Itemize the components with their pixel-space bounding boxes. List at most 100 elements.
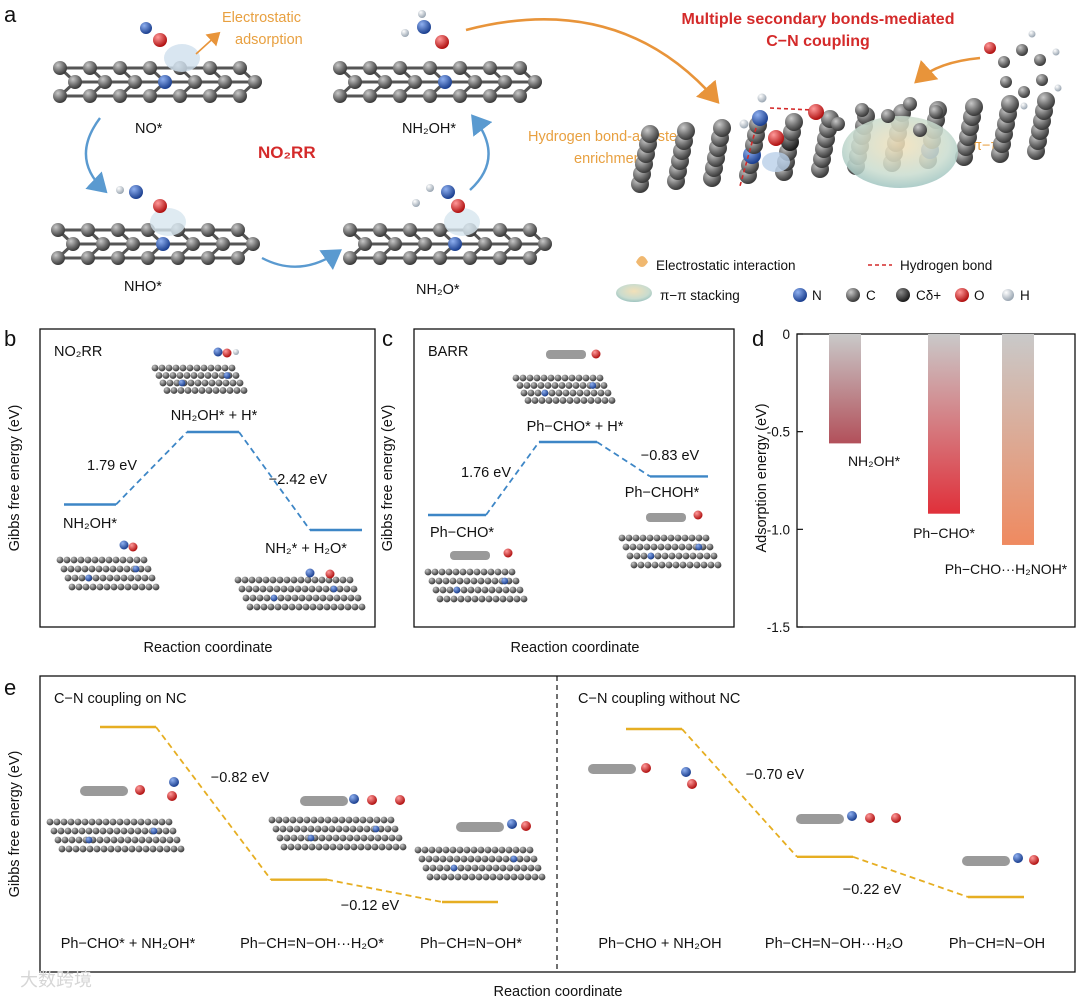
e-left-step-label-0: −0.82 eV [211,770,270,786]
cycle-arrow-2 [261,249,342,271]
panel-b: b NO₂RR Gibbs free energy (eV) Reaction … [4,326,376,656]
electrostatic-label-1: Electrostatic [222,10,301,26]
d-category-label-0: NH₂OH* [848,453,901,469]
e-left-state-label-0: Ph−CHO* + NH₂OH* [61,936,196,952]
plot-c: Ph−CHO*Ph−CHO* + H*Ph−CHOH*1.76 eV−0.83 … [428,419,708,541]
catalyst-sheet-nh2oh [333,61,542,103]
cycle-label: NO₂RR [258,143,316,162]
d-category-label-2: Ph−CHO···H₂NOH* [945,561,1068,577]
electrostatic-arrow [195,31,221,55]
d-category-label-1: Ph−CHO* [913,525,975,541]
legend-n-icon [793,288,807,302]
transfer-arrow [465,18,720,104]
b-connector-1 [115,431,188,506]
legend-h: H [1020,288,1030,303]
nh2o-adsorbate [412,184,480,236]
e-right-connector-1 [681,728,798,858]
legend-h-icon [1002,289,1014,301]
d-tick-label-1: -0.5 [767,425,790,440]
hbond-label-2: enrichment [574,151,646,167]
e-right-state-label-2: Ph−CH=N−OH [949,936,1045,952]
title-line-2: C−N coupling [766,33,870,50]
e-left-state-label-1: Ph−CH=N−OH···H₂O* [240,936,384,952]
xlabel-b: Reaction coordinate [144,640,273,656]
panel-letter-c: c [382,326,393,351]
b-state-label-1: NH₂OH* + H* [171,408,258,424]
slab-b-left [56,556,160,591]
d-bar-0 [829,334,861,444]
label-no: NO* [135,121,163,137]
legend-o-icon [955,288,969,302]
title-e-left: C−N coupling on NC [54,691,187,707]
d-tick-label-3: -1.5 [767,620,790,635]
legend-stacking-icon [616,284,652,302]
c-connector-1 [485,441,540,516]
e-left-step-label-1: −0.12 eV [341,898,400,914]
tag-b: NO₂RR [54,344,102,360]
legend-n: N [812,288,822,303]
panel-letter-d: d [752,326,764,351]
e-right-step-label-1: −0.22 eV [843,882,902,898]
c-step-label-0: 1.76 eV [461,465,511,481]
panel-letter-b: b [4,326,16,351]
legend-c: C [866,288,876,303]
e-right-connector-2 [852,855,969,898]
b-step-label-0: 1.79 eV [87,458,137,474]
benzaldehyde-molecule [984,30,1062,110]
hbond-label-1: Hydrogen bond-assisted [528,129,685,145]
ylabel-d: Adsorption energy (eV) [754,403,770,552]
plot-e: Ph−CHO* + NH₂OH* Ph−CH=N−OH···H₂O* Ph−CH=N… [61,725,1045,952]
frame-b [39,328,376,628]
c-state-label-0: Ph−CHO* [430,525,494,541]
cycle-arrow-3 [469,114,493,191]
ylabel-b: Gibbs free energy (eV) [7,405,23,552]
catalyst-sheet-no [53,61,262,103]
label-nh2oh: NH₂OH* [402,121,456,137]
e-left-state-label-2: Ph−CH=N−OH* [420,936,522,952]
slab-b-top [151,364,248,394]
b-state-label-2: NH₂* + H₂O* [265,541,347,557]
slab-c-left [424,568,528,603]
legend-hbond: Hydrogen bond [900,258,992,273]
slab-c-top [512,374,616,404]
electrostatic-label-2: adsorption [235,32,303,48]
e-right-state-label-0: Ph−CHO + NH₂OH [598,936,721,952]
title-line-1: Multiple secondary bonds-mediated [682,11,955,28]
nho-adsorbate [116,185,186,236]
panel-d: d Adsorption energy (eV) 0 -0.5 -1.0 -1.5 NH… [752,326,1076,635]
plot-d: 0 -0.5 -1.0 -1.5 NH₂OH* Ph−CHO* Ph−CHO···H₂NOH… [767,327,1068,635]
c-connector-2 [596,441,651,478]
slab-e-1 [46,818,185,853]
legend-electrostatic: Electrostatic interaction [656,258,796,273]
legend-cdelta: Cδ+ [916,288,941,303]
panel-a: a NO* [4,2,1062,303]
slab-b-right [234,576,366,611]
panel-e: e C−N coupling on NC C−N coupling withou… [4,675,1076,1000]
title-e-right: C−N coupling without NC [578,691,740,707]
d-tick-label-2: -1.0 [767,522,790,537]
panel-letter-a: a [4,2,17,27]
plot-b: NH₂OH*NH₂OH* + H*NH₂* + H₂O*1.79 eV−2.42… [63,408,362,557]
legend-electrostatic-icon [636,256,648,267]
e-left-connector-1 [155,726,272,881]
tag-c: BARR [428,344,468,360]
legend-stacking: π−π stacking [660,288,740,303]
watermark: 大数跨境 [20,970,92,990]
e-molecules [80,763,1039,866]
legend-c-icon [846,288,860,302]
ylabel-e: Gibbs free energy (eV) [7,751,23,898]
adsorbed-complex [739,93,943,187]
legend-cdelta-icon [896,288,910,302]
panel-c: c BARR Gibbs free energy (eV) Reaction c… [380,326,735,656]
xlabel-e: Reaction coordinate [494,984,623,1000]
c-adsorbates [450,349,703,560]
no-adsorbate [140,22,200,72]
d-tick-label-0: 0 [782,327,790,342]
d-bar-2 [1002,334,1034,545]
benzaldehyde-arrow [914,56,981,84]
c-state-label-2: Ph−CHOH* [625,485,700,501]
d-bar-1 [928,334,960,514]
label-nho: NHO* [124,279,162,295]
c-state-label-1: Ph−CHO* + H* [527,419,624,435]
e-right-state-label-1: Ph−CH=N−OH···H₂O [765,936,903,952]
